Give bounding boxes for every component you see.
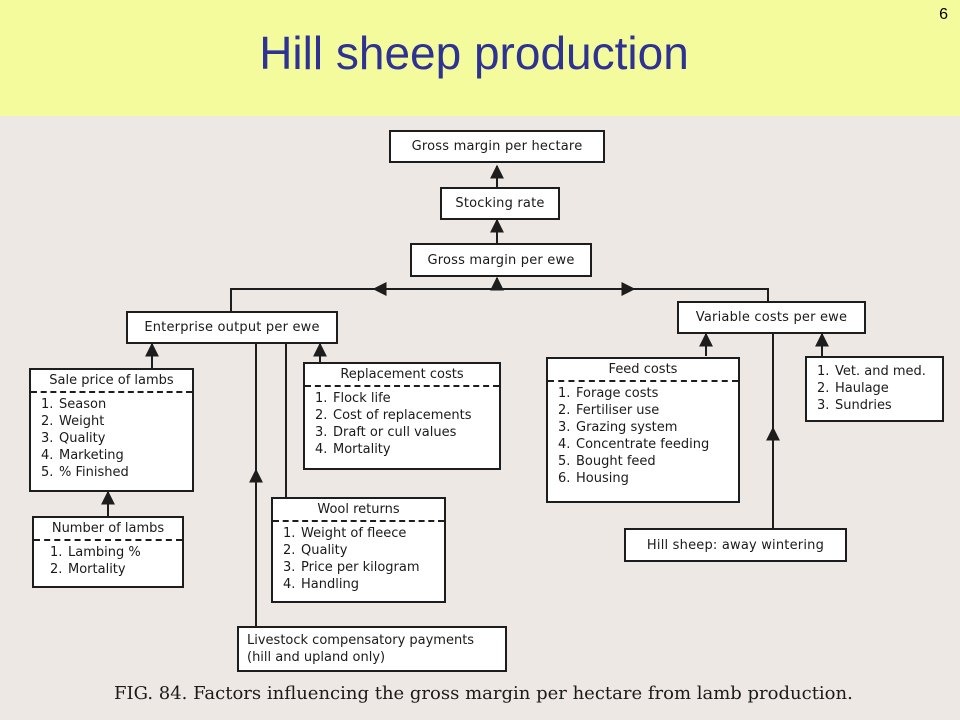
box-line-1: Livestock compensatory payments <box>247 633 475 648</box>
list-item: 2.Haulage <box>817 381 889 396</box>
list-item: 1.Weight of fleece <box>283 526 407 541</box>
list-item: 3.Draft or cull values <box>315 425 457 440</box>
box-label: Variable costs per ewe <box>695 310 848 325</box>
list-item: 1.Season <box>41 397 107 412</box>
box-compensatory-payments: Livestock compensatory payments (hill an… <box>237 626 507 672</box>
item-list: 1.Forage costs 2.Fertiliser use 3.Grazin… <box>548 385 738 487</box>
box-line-2: (hill and upland only) <box>247 650 386 665</box>
list-item: 1.Vet. and med. <box>817 364 926 379</box>
list-item: 3.Grazing system <box>558 420 678 435</box>
list-item: 4.Handling <box>283 577 359 592</box>
slide-number: 6 <box>939 6 948 23</box>
box-label: Gross margin per ewe <box>427 252 575 268</box>
list-item: 2.Quality <box>283 543 348 558</box>
box-sale-price-of-lambs: Sale price of lambs 1.Season 2.Weight 3.… <box>29 368 194 492</box>
list-item: 5.% Finished <box>41 465 129 480</box>
item-list: 1.Season 2.Weight 3.Quality 4.Marketing … <box>31 396 192 481</box>
item-list: 1.Vet. and med. 2.Haulage 3.Sundries <box>807 363 942 414</box>
list-item: 5.Bought feed <box>558 454 656 469</box>
box-stocking-rate: Stocking rate <box>440 187 560 220</box>
list-item: 1.Lambing % <box>50 545 141 560</box>
slide-title: Hill sheep production <box>259 27 689 79</box>
box-label: Enterprise output per ewe <box>144 320 320 335</box>
slide-header: Hill sheep production 6 <box>0 0 960 116</box>
box-number-of-lambs: Number of lambs 1.Lambing % 2.Mortality <box>32 516 184 588</box>
list-item: 1.Flock life <box>315 391 391 406</box>
list-item: 3.Sundries <box>817 398 892 413</box>
box-wool-returns: Wool returns 1.Weight of fleece 2.Qualit… <box>271 497 446 603</box>
box-gross-margin-per-hectare: Gross margin per hectare <box>389 130 605 163</box>
list-item: 2.Mortality <box>50 562 126 577</box>
list-item: 2.Weight <box>41 414 105 429</box>
list-item: 2.Fertiliser use <box>558 403 660 418</box>
list-item: 2.Cost of replacements <box>315 408 472 423</box>
box-label: Stocking rate <box>455 196 545 211</box>
figure-caption: FIG. 84. Factors influencing the gross m… <box>114 683 853 704</box>
list-item: 3.Price per kilogram <box>283 560 420 575</box>
box-label: Hill sheep: away wintering <box>646 537 825 553</box>
box-title: Replacement costs <box>305 364 499 387</box>
list-item: 4.Concentrate feeding <box>558 437 710 452</box>
list-item: 4.Marketing <box>41 448 124 463</box>
box-title: Wool returns <box>273 499 444 522</box>
box-title: Feed costs <box>548 359 738 382</box>
box-feed-costs: Feed costs 1.Forage costs 2.Fertiliser u… <box>546 357 740 503</box>
box-enterprise-output: Enterprise output per ewe <box>126 311 338 344</box>
box-other-costs: 1.Vet. and med. 2.Haulage 3.Sundries <box>805 356 944 422</box>
box-replacement-costs: Replacement costs 1.Flock life 2.Cost of… <box>303 362 501 470</box>
item-list: 1.Lambing % 2.Mortality <box>34 544 182 578</box>
list-item: 6.Housing <box>558 471 629 486</box>
item-list: 1.Weight of fleece 2.Quality 3.Price per… <box>273 525 444 593</box>
item-list: 1.Flock life 2.Cost of replacements 3.Dr… <box>305 390 499 458</box>
box-away-wintering: Hill sheep: away wintering <box>624 528 847 562</box>
list-item: 4.Mortality <box>315 442 391 457</box>
list-item: 3.Quality <box>41 431 106 446</box>
box-variable-costs: Variable costs per ewe <box>677 301 866 334</box>
box-label: Gross margin per hectare <box>411 139 583 154</box>
box-title: Number of lambs <box>34 518 182 541</box>
box-title: Sale price of lambs <box>31 370 192 393</box>
box-gross-margin-per-ewe: Gross margin per ewe <box>410 243 592 277</box>
list-item: 1.Forage costs <box>558 386 659 401</box>
